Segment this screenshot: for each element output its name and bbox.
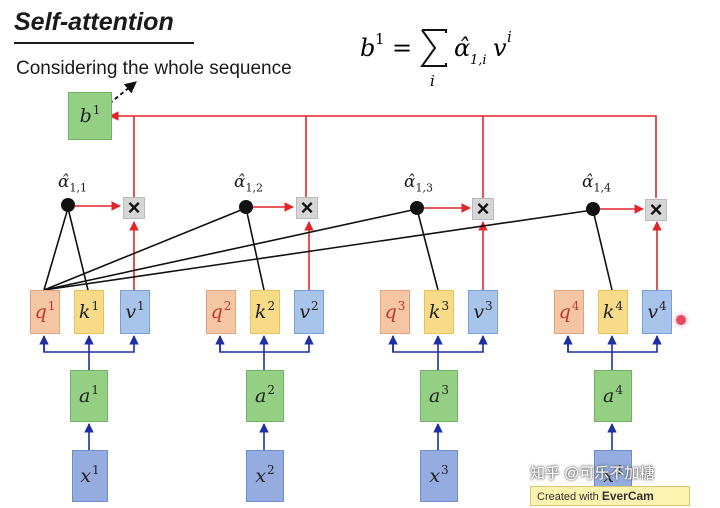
alpha-dot-4 — [586, 202, 600, 216]
formula-alpha-sub: 1,i — [470, 53, 487, 68]
evercam-badge: Created with EverCam — [530, 486, 690, 506]
multiply-node-1: × — [123, 197, 145, 219]
output-label: b — [79, 105, 92, 127]
title-underline — [14, 42, 194, 44]
formula-alpha: α̂ — [454, 34, 470, 62]
evercam-prefix: Created with — [537, 491, 602, 503]
alpha-dot-2 — [239, 200, 253, 214]
formula-v-sup: i — [507, 28, 512, 46]
formula-sum-sub: i — [430, 72, 435, 90]
alpha-label-3: α̂1,3 — [404, 172, 433, 195]
multiply-node-3: × — [472, 198, 494, 220]
subtitle: Considering the whole sequence — [16, 58, 292, 79]
alpha-label-2: α̂1,2 — [234, 172, 263, 195]
formula-v: v — [493, 34, 507, 62]
evercam-brand: EverCam — [601, 489, 654, 503]
multiply-node-2: × — [296, 197, 318, 219]
alpha-dot-3 — [410, 201, 424, 215]
slide-title: Self-attention — [14, 8, 174, 36]
alpha-label-1: α̂1,1 — [58, 172, 87, 195]
output-sup: 1 — [92, 103, 101, 117]
alpha-dot-1 — [61, 198, 75, 212]
alpha-label-4: α̂1,4 — [582, 172, 611, 195]
cursor-indicator — [676, 315, 686, 325]
sigma-symbol — [420, 29, 447, 67]
multiply-node-4: × — [645, 199, 667, 221]
formula-lhs: b — [360, 34, 375, 62]
formula-equals: = — [392, 34, 412, 62]
formula-lhs-sup: 1 — [375, 30, 385, 48]
formula: b 1 = i α̂ 1,i v i — [360, 28, 512, 90]
zhihu-watermark: 知乎 @可乐不加糖 — [530, 465, 655, 482]
